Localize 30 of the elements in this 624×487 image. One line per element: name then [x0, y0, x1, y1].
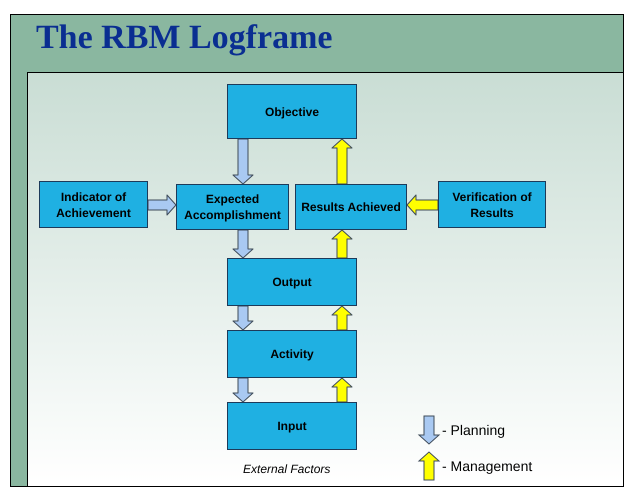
block-arrow [232, 306, 254, 330]
block-arrow [232, 378, 254, 402]
note-text: External Factors [243, 461, 330, 478]
process-box [227, 402, 357, 450]
box-label: Output [271, 274, 313, 290]
block-arrow [332, 230, 352, 258]
block-arrow [332, 138, 352, 184]
box-label: Input [276, 418, 308, 434]
box-label: Results Achieved [300, 199, 402, 215]
block-arrow [406, 194, 438, 216]
legend-label: - Planning [442, 421, 506, 439]
process-box [227, 330, 357, 378]
process-box [39, 181, 148, 228]
block-arrow [332, 306, 352, 330]
box-label: Objective [264, 104, 320, 120]
box-label: Expected Accomplishment [183, 191, 282, 223]
legend-label: - Management [442, 457, 532, 475]
process-box [295, 184, 407, 230]
box-label: Indicator of Achievement [55, 188, 132, 220]
block-arrow [148, 194, 176, 216]
block-arrow [232, 230, 254, 258]
box-label: Activity [269, 346, 315, 362]
box-label: Verification of Results [451, 188, 533, 220]
block-arrow [332, 378, 352, 402]
title: The RBM Logframe [36, 18, 333, 58]
process-box [227, 84, 357, 139]
process-box [438, 181, 546, 228]
process-box [227, 258, 357, 306]
process-box [176, 184, 289, 230]
block-arrow [232, 138, 254, 184]
